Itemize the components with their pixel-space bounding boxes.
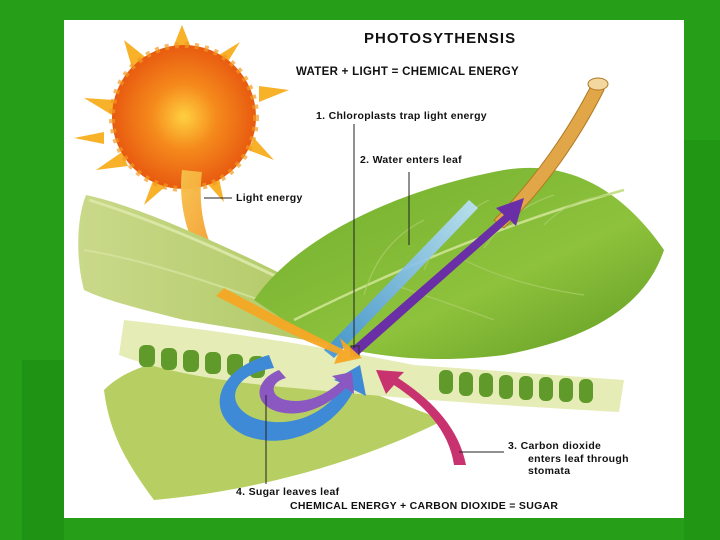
equation-top: WATER + LIGHT = CHEMICAL ENERGY bbox=[296, 66, 519, 78]
photosynthesis-diagram: PHOTOSYTHENSIS WATER + LIGHT = CHEMICAL … bbox=[64, 20, 684, 518]
label-step-3-line-3: stomata bbox=[508, 465, 629, 478]
label-step-4: 4. Sugar leaves leaf bbox=[236, 486, 339, 498]
label-light-energy: Light energy bbox=[236, 192, 303, 204]
label-step-3-line-2: enters leaf through bbox=[508, 453, 629, 466]
label-step-3: 3. Carbon dioxide enters leaf through st… bbox=[508, 440, 629, 478]
label-step-2: 2. Water enters leaf bbox=[360, 154, 462, 166]
equation-bottom: CHEMICAL ENERGY + CARBON DIOXIDE = SUGAR bbox=[290, 500, 558, 512]
diagram-title: PHOTOSYTHENSIS bbox=[364, 30, 516, 47]
label-step-3-line-1: 3. Carbon dioxide bbox=[508, 440, 629, 453]
label-step-1: 1. Chloroplasts trap light energy bbox=[316, 110, 487, 122]
